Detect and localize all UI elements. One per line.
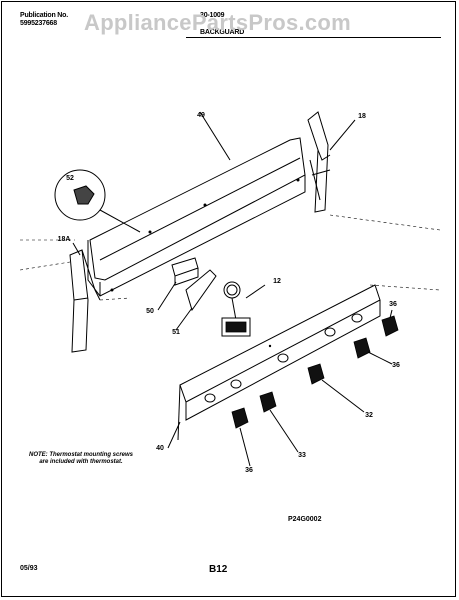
thermostat-note: NOTE: Thermostat mounting screws are inc…	[28, 452, 133, 465]
leader-line	[329, 119, 356, 151]
leader-line	[269, 409, 299, 453]
thermostat	[221, 281, 251, 337]
section-title: BACKGUARD	[200, 29, 245, 36]
callout-18: 18	[358, 113, 366, 120]
leader-line	[245, 284, 266, 299]
control-panel	[177, 284, 381, 441]
callout-50: 50	[146, 308, 154, 315]
leader-line	[175, 307, 193, 331]
callout-51: 51	[172, 329, 180, 336]
callout-36-bottom: 36	[245, 467, 253, 474]
figure-code: P24G0002	[288, 516, 322, 523]
screw-detail	[54, 169, 141, 233]
callout-33: 33	[298, 452, 306, 459]
leader-line	[389, 309, 393, 319]
knob	[231, 315, 399, 429]
callout-40: 40	[156, 445, 164, 452]
bracket-part-51	[185, 269, 217, 312]
leader-line	[239, 427, 251, 467]
leader-line	[72, 242, 81, 256]
clip-part-50	[171, 257, 199, 286]
end-bracket-left	[69, 249, 101, 353]
leader-line	[199, 111, 231, 161]
publication-number: 5995237668	[20, 20, 57, 27]
leader-line	[157, 281, 177, 311]
guide-line	[19, 261, 71, 271]
end-bracket-right	[307, 111, 331, 213]
callout-49: 49	[197, 112, 205, 119]
callout-18a: 18A	[57, 236, 71, 243]
callout-36-top: 36	[389, 301, 397, 308]
backguard-panel	[87, 137, 306, 297]
footer-date: 05/93	[20, 565, 38, 572]
guide-line	[99, 297, 131, 301]
leader-line	[167, 421, 181, 449]
leader-line	[321, 379, 365, 413]
callout-12: 12	[273, 278, 281, 285]
watermark: AppliancePartsPros.com	[84, 10, 352, 35]
callout-32: 32	[365, 412, 373, 419]
publication-label: Publication No.	[20, 12, 68, 19]
leader-line	[367, 351, 393, 365]
header-rule	[186, 37, 441, 38]
page-number: B12	[209, 564, 228, 575]
guide-line	[329, 214, 441, 231]
callout-36-mid: 36	[392, 362, 400, 369]
guide-line	[369, 284, 441, 291]
doc-number: 30-1009	[200, 12, 225, 19]
callout-52: 52	[66, 175, 74, 182]
